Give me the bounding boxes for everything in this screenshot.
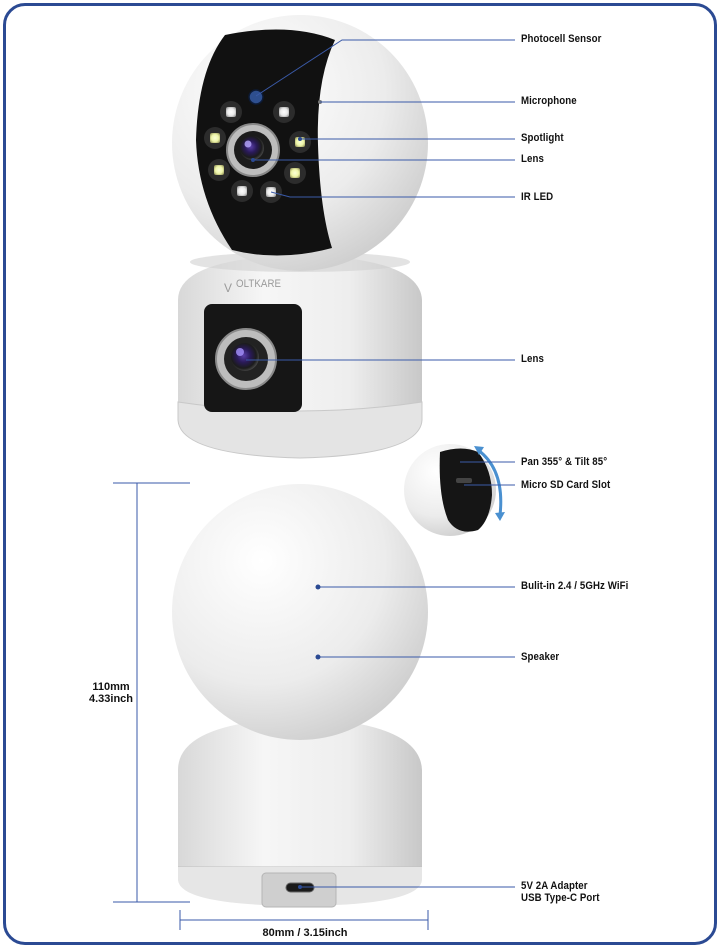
callout-microphone: Microphone — [521, 95, 577, 107]
sd-card-slot — [456, 478, 472, 483]
callout-pan-tilt: Pan 355° & Tilt 85° — [521, 456, 608, 468]
dimension-lines — [113, 482, 429, 930]
page-frame — [3, 3, 717, 945]
callout-dots — [251, 137, 321, 889]
callout-lens-top: Lens — [521, 153, 544, 165]
callout-photocell: Photocell Sensor — [521, 33, 602, 45]
photocell-sensor — [248, 89, 264, 105]
top-lens — [240, 136, 264, 160]
pan-tilt-arrow — [477, 448, 503, 516]
height-in: 4.33inch — [88, 693, 134, 705]
callout-lens-bottom: Lens — [521, 353, 544, 365]
callout-speaker: Speaker — [521, 651, 560, 663]
callout-spotlight: Spotlight — [521, 132, 564, 144]
callout-power-line1: 5V 2A Adapter — [521, 880, 588, 892]
side-view — [404, 444, 505, 536]
front-camera — [172, 15, 428, 459]
callout-sd-slot: Micro SD Card Slot — [521, 479, 611, 491]
callout-power-line2: USB Type-C Port — [521, 892, 600, 904]
brand-logo: V — [224, 281, 233, 295]
height-mm: 110mm — [92, 681, 130, 693]
callout-lines — [246, 39, 515, 888]
bottom-lens — [231, 343, 259, 371]
height-dimension: 110mm 4.33inch — [86, 681, 136, 705]
back-camera — [172, 484, 428, 908]
camera-back-ball — [172, 484, 428, 740]
callout-ir-led: IR LED — [521, 191, 554, 203]
brand-text: OLTKARE — [236, 278, 282, 290]
callout-wifi: Bulit-in 2.4 / 5GHz WiFi — [521, 580, 629, 592]
width-dimension: 80mm / 3.15inch — [262, 927, 348, 939]
